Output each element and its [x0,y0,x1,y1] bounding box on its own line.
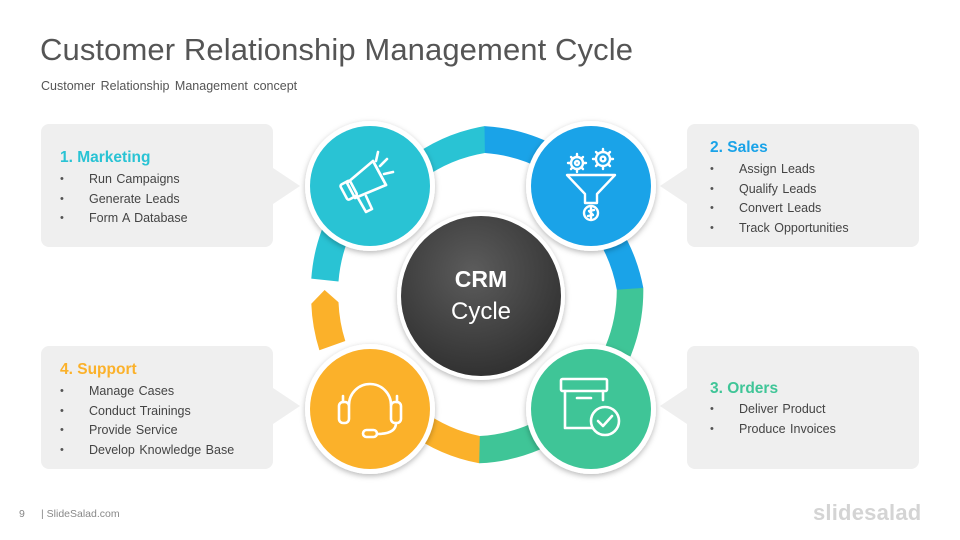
list-item: Assign Leads [710,160,849,180]
megaphone-icon [339,150,395,214]
list-item: Generate Leads [60,190,188,210]
slide-subtitle: Customer Relationship Management concept [41,79,298,93]
center-label-cycle: Cycle [450,298,511,325]
support-list: Manage Cases Conduct Trainings Provide S… [60,382,234,460]
support-heading: 4. Support [60,361,137,378]
orders-list: Deliver Product Produce Invoices [710,400,836,439]
list-item: Form A Database [60,209,188,229]
sales-callout-pointer [660,168,687,204]
marketing-heading: 1. Marketing [60,149,151,166]
headset-icon [337,382,403,439]
ring-arrow-support-to-marketing [311,290,346,351]
stage-node-marketing [305,121,435,251]
sales-list: Assign Leads Qualify Leads Convert Leads… [710,160,849,238]
orders-callout-pointer [660,388,687,424]
support-panel: 4. Support Manage Cases Conduct Training… [41,346,273,469]
sales-funnel-gears-icon [565,147,617,222]
orders-panel: 3. Orders Deliver Product Produce Invoic… [687,346,919,469]
list-item: Qualify Leads [710,180,849,200]
list-item: Produce Invoices [710,420,836,440]
stage-node-support [305,344,435,474]
list-item: Convert Leads [710,199,849,219]
delivered-box-icon [559,377,621,437]
marketing-list: Run Campaigns Generate Leads Form A Data… [60,170,188,229]
footer-site: | SlideSalad.com [41,508,120,520]
page-number: 9 [19,508,25,520]
marketing-panel: 1. Marketing Run Campaigns Generate Lead… [41,124,273,247]
center-label-crm: CRM [454,266,508,292]
brand-logo: slidesalad [813,500,922,525]
stage-node-orders [526,344,656,474]
marketing-callout-pointer [273,168,300,204]
support-callout-pointer [273,388,300,424]
ring-arrow-orders [605,287,644,357]
crm-center-fill [401,216,561,376]
list-item: Run Campaigns [60,170,188,190]
slide-title: Customer Relationship Management Cycle [40,32,634,67]
orders-heading: 3. Orders [710,380,779,397]
sales-heading: 2. Sales [710,139,768,156]
list-item: Track Opportunities [710,219,849,239]
list-item: Deliver Product [710,400,836,420]
list-item: Manage Cases [60,382,234,402]
list-item: Provide Service [60,421,234,441]
ring-arrow-orders-to-support [466,424,541,464]
stage-node-sales [526,121,656,251]
list-item: Develop Knowledge Base [60,441,234,461]
list-item: Conduct Trainings [60,402,234,422]
sales-panel: 2. Sales Assign Leads Qualify Leads Conv… [687,124,919,247]
